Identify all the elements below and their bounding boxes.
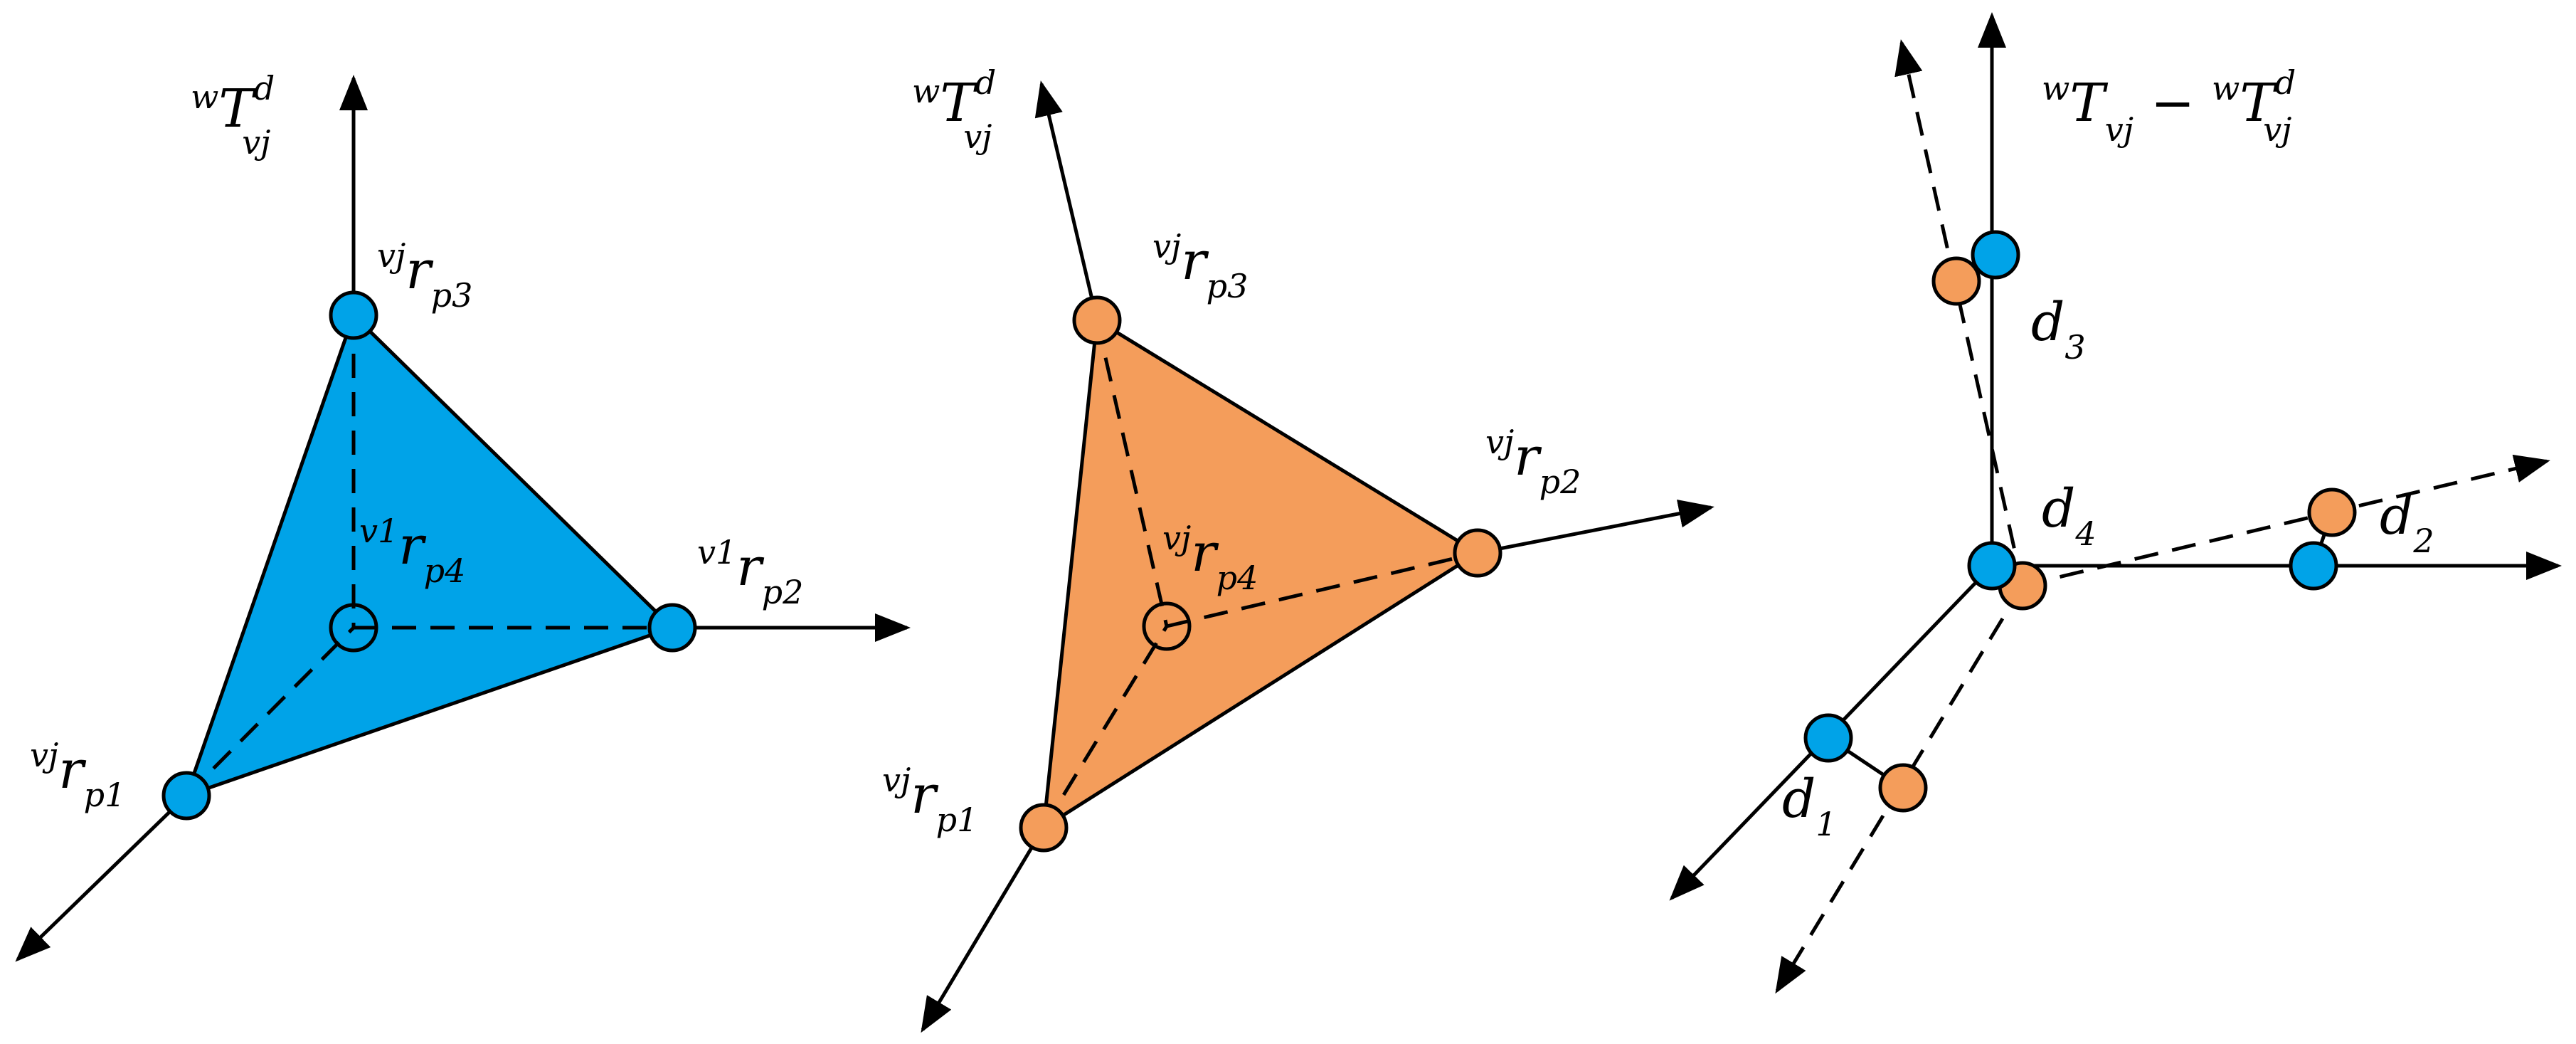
panel1-node-p3 [329, 290, 378, 340]
label-d4: d4 [2042, 478, 2097, 553]
panel3-orange-node-2 [2307, 487, 2357, 537]
panel1-node-p1 [161, 771, 211, 821]
panel2-label-p2: vjrp2 [1485, 423, 1581, 501]
panel2-label-p3: vjrp3 [1152, 227, 1248, 305]
panel2-dashed-edge-right [1166, 551, 1478, 628]
panel1-label-p2: v1rp2 [697, 533, 803, 611]
label-d2: d2 [2380, 485, 2434, 560]
panel3-blue-node-1 [1803, 713, 1853, 763]
panel1-node-p4 [329, 603, 378, 653]
panel1-label-p1: vjrp1 [30, 736, 125, 814]
orange-face [1041, 317, 1481, 831]
panel2-dashed-edge-top [1095, 320, 1169, 627]
panel1-label-p3: vjrp3 [377, 236, 472, 315]
panel2-node-p1 [1019, 803, 1069, 853]
panel2-label-p1: vjrp1 [882, 761, 977, 839]
panel1-label-p4: v1rp4 [359, 512, 465, 590]
panel2-axis-down [921, 826, 1046, 1033]
panel2-axis-right [1477, 499, 1714, 555]
panel1-axis-down [15, 794, 188, 962]
label-d3: d3 [2031, 292, 2086, 367]
panel2-node-p3 [1072, 295, 1122, 345]
panel1-dashed-edge-left [185, 626, 355, 797]
panel2-axis-up [1034, 80, 1099, 321]
panel3-dashed-axis-up [1894, 39, 2025, 586]
panel3-blue-node-4 [1967, 541, 2017, 591]
panel3-orange-node-1 [1878, 763, 1928, 813]
panel3-blue-node-2 [2289, 541, 2338, 591]
panel3-orange-node-3 [1931, 256, 1981, 306]
panel3-blue-node-3 [1971, 230, 2020, 280]
panel2-label-p4: vjrp4 [1162, 519, 1258, 597]
panel2-node-p4 [1142, 601, 1192, 651]
label-d1: d1 [1782, 769, 1837, 843]
panel2-node-p2 [1453, 528, 1502, 578]
panel1-node-p2 [647, 603, 697, 653]
panel2-dashed-edge-left [1041, 625, 1169, 829]
